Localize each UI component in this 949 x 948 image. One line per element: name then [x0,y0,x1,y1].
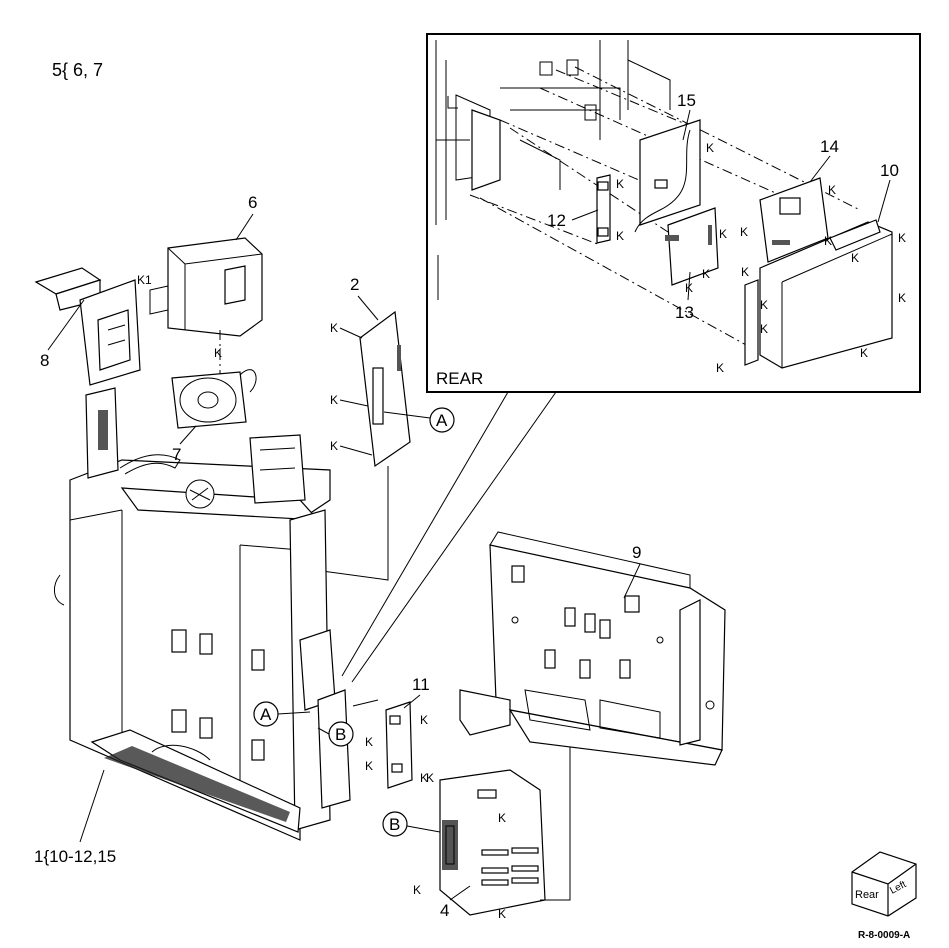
part-number-7: 7 [172,445,181,464]
part-1-chassis: A B 1{10-12,15 [34,387,379,866]
screw-k: K [685,281,693,295]
part-2-board: 2 K K K A [299,275,455,581]
screw-k: K [365,735,373,749]
part-7-fan: 7 [171,369,257,464]
screw-k: K [616,229,624,243]
part-13-board [665,207,719,286]
part-6-fan-duct: 6 K1 K [137,193,263,360]
part-8-duct: 8 [34,267,141,386]
connector-b-marker [382,811,408,837]
inset-callout-line-left [341,391,509,677]
part-15-bracket [634,119,701,233]
screw-k: K [498,907,506,921]
part-12-bracket [596,174,611,244]
orientation-cube: Rear Left R-8-0009-A [851,851,917,941]
group-label-5: 5{ 6, 7 [52,60,103,80]
connector-b-label: B [335,725,346,744]
part-14-board [759,177,829,263]
screw-k: K [413,883,421,897]
screw-k: K [740,225,748,239]
screw-k: K [706,141,714,155]
inset-label-rear: REAR [436,369,483,388]
inset-callout-line-right [351,391,557,683]
part-4-board: B 4 K K K K [382,689,571,921]
part-number-2: 2 [350,275,359,294]
screw-k: K [741,265,749,279]
connector-a-label: A [260,705,272,724]
figure-code: R-8-0009-A [858,930,910,941]
part-number-14: 14 [820,137,839,156]
screw-k: K [851,251,859,265]
screw-k: K [898,291,906,305]
connector-a-marker [429,407,455,433]
part-number-13: 13 [675,303,694,322]
part-number-4: 4 [440,901,449,920]
part-number-9: 9 [632,543,641,562]
part-11-bracket: 11 K K K K [365,675,430,789]
part-9-board-chassis: 9 [459,531,726,766]
part-number-11: 11 [412,675,430,694]
screw-k: K [214,346,222,360]
screw-k: K [760,298,768,312]
orientation-rear-label: Rear [855,889,879,901]
screw-k: K [616,177,624,191]
screw-k: K [365,759,373,773]
part-number-10: 10 [880,161,899,180]
screw-k: K [828,183,836,197]
screw-k: K [719,227,727,241]
screw-k: K [330,439,338,453]
screw-k: K [498,811,506,825]
screw-k: K [330,321,338,335]
screw-k: K [420,713,428,727]
part-10-box [744,219,893,369]
screw-k: K [898,231,906,245]
screw-k: K [426,771,434,785]
screw-k1: K1 [137,273,152,287]
screw-k: K [330,393,338,407]
group-label-1: 1{10-12,15 [34,847,116,866]
part-number-6: 6 [248,193,257,212]
connector-b-label: B [389,815,400,834]
screw-k: K [760,322,768,336]
screw-k: K [716,361,724,375]
part-number-15: 15 [677,91,696,110]
screw-k: K [860,346,868,360]
inset-callouts: 15 14 10 12 13 K K K K K K K K K K K K K… [547,91,906,375]
rear-inset: REAR [341,33,921,683]
screw-k: K [702,267,710,281]
screw-k: K [420,771,428,785]
inset-frame [435,40,671,300]
connector-a-label: A [436,411,448,430]
part-number-12: 12 [547,211,566,230]
screw-k: K [824,234,832,248]
part-number-8: 8 [40,351,49,370]
